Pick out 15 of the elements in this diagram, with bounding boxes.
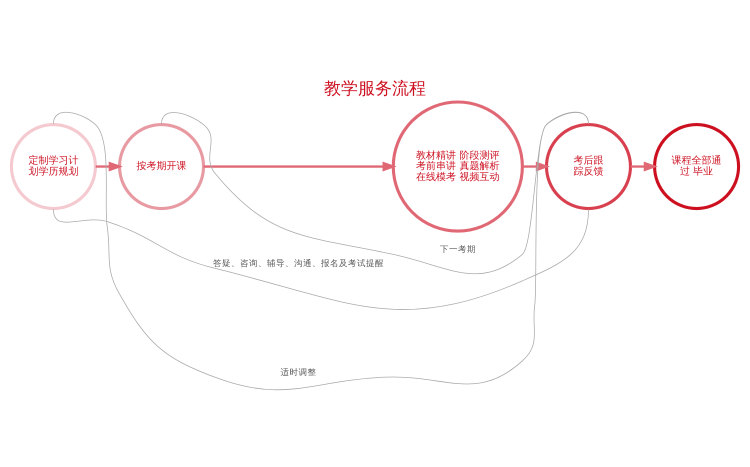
arrow [204, 162, 397, 172]
node-circle: 教材精讲 阶段测评 考前串讲 真题解析 在线模考 视频互动 [392, 100, 524, 233]
edge-label: 下一考期 [440, 244, 476, 255]
node-circle: 考后跟踪反馈 [544, 123, 632, 210]
diagram-title: 教学服务流程 [324, 78, 426, 99]
arrow [630, 162, 658, 172]
node-circle: 定制学习计划学历规划 [10, 123, 97, 210]
node-circle: 课程全部通过 毕业 [653, 123, 740, 210]
edge-label: 适时调整 [280, 368, 316, 378]
connector [53, 208, 589, 310]
edge-label: 答疑、咨询、辅导、沟通、报名及考试提醒 [212, 258, 384, 269]
arrow [96, 162, 123, 172]
node-circle: 按考期开课 [118, 123, 206, 210]
connector [161, 112, 589, 274]
connector [53, 112, 589, 390]
